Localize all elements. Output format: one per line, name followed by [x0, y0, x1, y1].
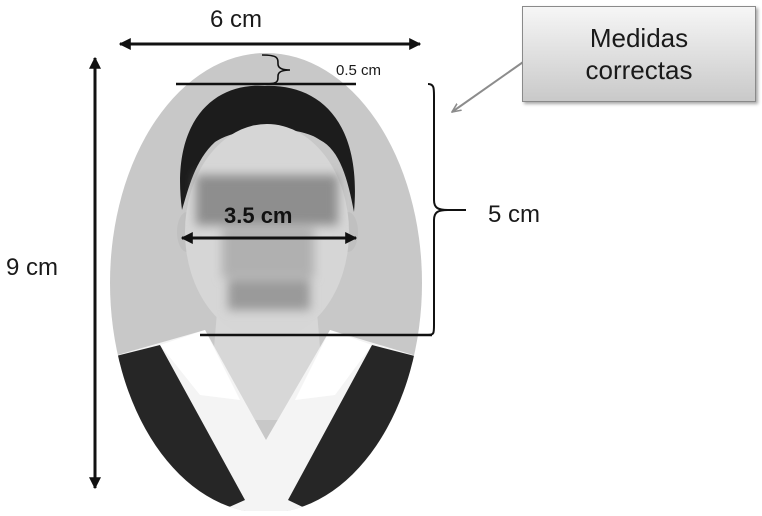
photo-width-label: 6 cm — [210, 6, 263, 33]
face-height-label: 5 cm — [488, 201, 541, 228]
photo-height-label: 9 cm — [6, 254, 59, 281]
hair-shape — [180, 85, 355, 212]
face-height-brace — [427, 83, 449, 336]
photo-oval — [110, 53, 422, 513]
callout-line-2: correctas — [585, 55, 693, 85]
top-margin-label: 0.5 cm — [336, 62, 382, 79]
callout-box: Medidas correctas — [522, 6, 756, 102]
eye-width-label: 3.5 cm — [224, 203, 293, 228]
callout-line-1: Medidas — [589, 23, 689, 53]
callout-pointer-arrow — [452, 59, 527, 112]
top-margin-brace — [261, 54, 291, 85]
